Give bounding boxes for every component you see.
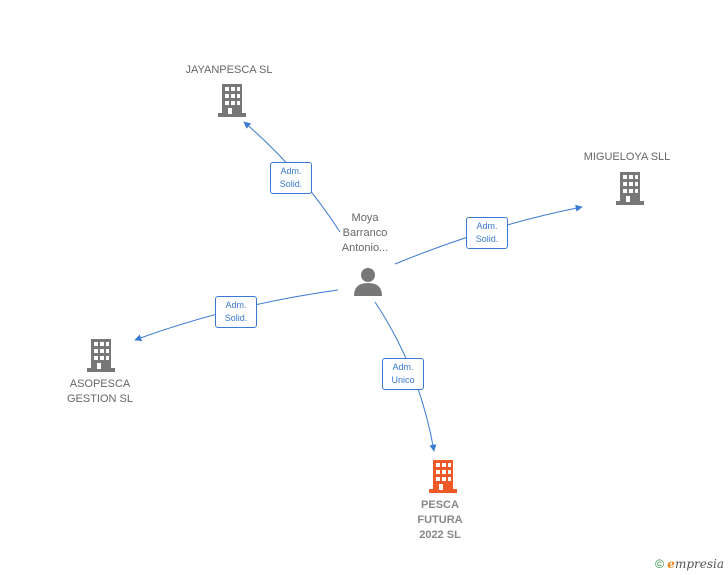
relation-role: Adm. <box>476 221 498 231</box>
label-line: FUTURA <box>417 514 463 526</box>
relation-type: Solid. <box>224 313 248 323</box>
person-icon[interactable] <box>354 268 382 296</box>
person-label[interactable]: Moya Barranco Antonio... <box>320 211 410 256</box>
relation-role: Adm. <box>225 300 247 310</box>
building-icon[interactable] <box>87 339 115 372</box>
brand-name: mpresia <box>674 557 724 571</box>
label-line: ASOPESCA <box>69 378 131 390</box>
relation-role: Adm. <box>280 166 302 176</box>
label-line: Antonio... <box>341 242 389 254</box>
relation-role: Adm. <box>392 362 414 372</box>
relation-badge-migueloya[interactable]: Adm. Solid. <box>466 217 508 249</box>
label-line: GESTION SL <box>66 393 134 405</box>
footer-credit: © empresia <box>655 557 724 571</box>
relation-badge-asopesca[interactable]: Adm. Solid. <box>215 296 257 328</box>
relation-type: Unico <box>391 375 415 385</box>
company-label-asopesca[interactable]: ASOPESCA GESTION SL <box>40 377 160 407</box>
brand-initial: e <box>667 557 675 571</box>
label-line: Barranco <box>342 227 388 239</box>
copyright-icon: © <box>655 557 664 571</box>
building-icon[interactable] <box>616 172 644 205</box>
building-icon[interactable] <box>429 460 457 493</box>
relation-type: Solid. <box>475 234 499 244</box>
company-label-jayanpesca[interactable]: JAYANPESCA SL <box>185 64 273 76</box>
relation-type: Solid. <box>279 179 303 189</box>
relation-badge-jayanpesca[interactable]: Adm. Solid. <box>270 162 312 194</box>
label-line: 2022 SL <box>419 529 461 541</box>
relation-badge-pesca-futura[interactable]: Adm. Unico <box>382 358 424 390</box>
label-line: Moya <box>351 212 379 224</box>
company-label-pesca-futura[interactable]: PESCA FUTURA 2022 SL <box>390 498 490 543</box>
building-icon[interactable] <box>218 84 246 117</box>
company-label-migueloya[interactable]: MIGUELOYA SLL <box>583 151 671 163</box>
brand-logo[interactable]: empresia <box>667 557 724 571</box>
label-line: PESCA <box>421 499 459 511</box>
